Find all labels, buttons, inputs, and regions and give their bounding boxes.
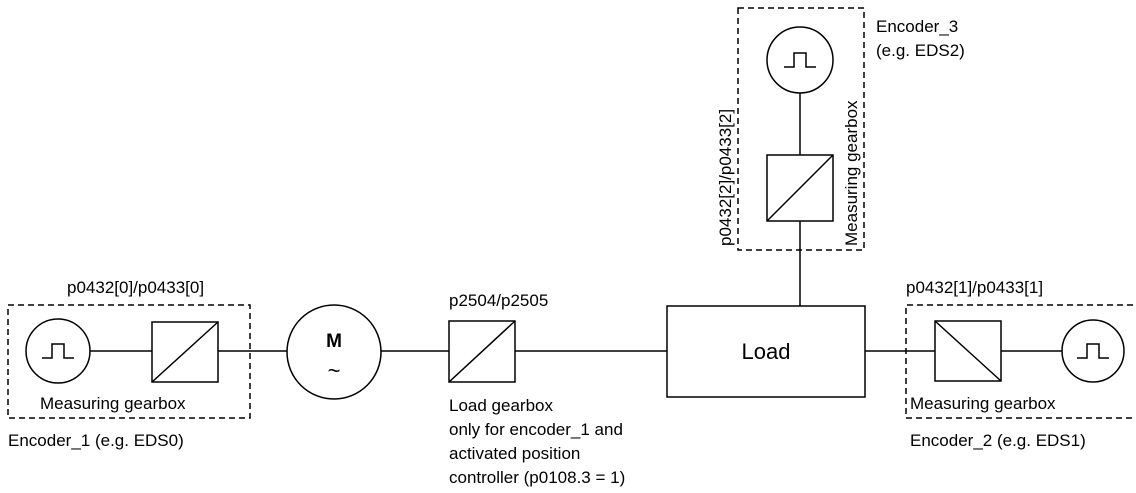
enc3-name-line-1: Encoder_3 <box>876 17 958 36</box>
enc3-name-line-2: (e.g. EDS2) <box>876 41 965 60</box>
enc1-gearbox-label: Measuring gearbox <box>40 394 186 413</box>
enc1-dashed-frame <box>7 304 251 419</box>
load-gear-desc-line-1: Load gearbox <box>449 396 553 415</box>
enc3-dashed-frame <box>737 7 865 251</box>
enc1-gearbox-icon <box>151 321 219 383</box>
enc2-dashed-frame <box>905 304 1133 419</box>
enc1-name-label: Encoder_1 (e.g. EDS0) <box>8 431 184 450</box>
enc3-encoder-icon <box>766 26 834 94</box>
load-box <box>666 305 866 398</box>
enc2-encoder-icon <box>1061 319 1125 383</box>
enc1-encoder-icon <box>25 318 91 384</box>
enc2-gearbox-icon <box>934 320 1002 382</box>
load-label: Load <box>742 339 791 364</box>
load-gear-desc-line-2: only for encoder_1 and <box>449 420 623 439</box>
enc3-gearbox-icon <box>766 154 834 222</box>
motor-tilde-label: ~ <box>328 358 341 383</box>
enc3-gearbox-label: Measuring gearbox <box>842 100 861 246</box>
load-gear-ratio-label: p2504/p2505 <box>449 291 548 310</box>
load-gear-desc-line-4: controller (p0108.3 = 1) <box>449 468 625 487</box>
enc1-ratio-label: p0432[0]/p0433[0] <box>67 278 204 297</box>
load-gear-desc-line-3: activated position <box>449 444 580 463</box>
enc3-ratio-label: p0432[2]/p0433[2] <box>716 109 735 246</box>
motor-m-label: M <box>326 331 342 352</box>
enc2-gearbox-label: Measuring gearbox <box>910 394 1056 413</box>
enc2-name-label: Encoder_2 (e.g. EDS1) <box>910 431 1086 450</box>
load-gearbox-icon <box>448 320 516 383</box>
enc2-ratio-label: p0432[1]/p0433[1] <box>906 278 1043 297</box>
ac-motor-icon <box>286 304 382 400</box>
